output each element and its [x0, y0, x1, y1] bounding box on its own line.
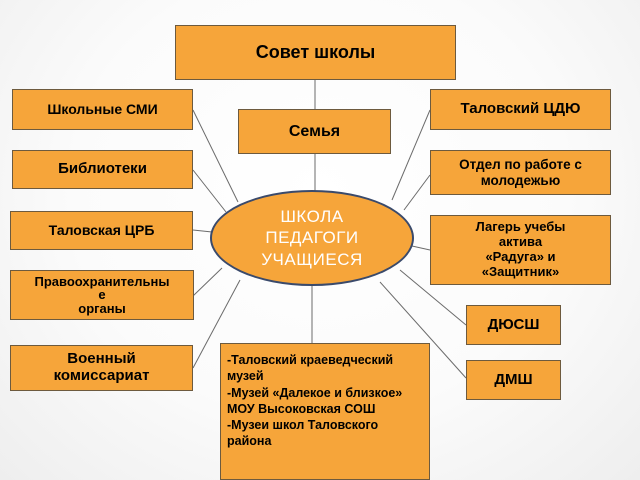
- school-media-box: Школьные СМИ: [12, 89, 193, 130]
- activist-camp-box: Лагерь учебы актива «Радуга» и «Защитник…: [430, 215, 611, 285]
- connector-smi: [192, 109, 239, 203]
- dyussh-label: ДЮСШ: [487, 315, 540, 333]
- dmsh-box: ДМШ: [466, 360, 561, 400]
- connector-cdyu: [391, 109, 431, 201]
- family-label: Семья: [288, 122, 341, 140]
- military-commissariat-label: Военный комиссариат: [53, 350, 150, 384]
- museum-item: -Таловский краеведческий музей: [227, 353, 394, 384]
- connector-dyussh: [399, 269, 467, 326]
- museum-item: -Музей «Далекое и близкое» МОУ Высоковск…: [227, 385, 403, 416]
- school-media-label: Школьные СМИ: [47, 100, 158, 117]
- talovsky-cdyu-label: Таловский ЦДЮ: [460, 100, 581, 118]
- connector-libraries: [192, 169, 227, 213]
- activist-camp-label: Лагерь учебы актива «Радуга» и «Защитник…: [475, 219, 566, 279]
- law-enforcement-label: Правоохранительны е органы: [34, 273, 170, 316]
- school-center-ellipse: ШКОЛА ПЕДАГОГИ УЧАЩИЕСЯ: [210, 190, 414, 286]
- connector-crb: [192, 229, 213, 233]
- youth-department-box: Отдел по работе с молодежью: [430, 150, 611, 195]
- family-box: Семья: [238, 109, 391, 154]
- talovskaya-crb-box: Таловская ЦРБ: [10, 211, 193, 250]
- connector-camp: [411, 245, 431, 251]
- talovskaya-crb-label: Таловская ЦРБ: [48, 221, 155, 238]
- connector-youth: [403, 174, 431, 211]
- school-council-box: Совет школы: [175, 25, 456, 80]
- military-commissariat-box: Военный комиссариат: [10, 345, 193, 391]
- museum-item: -Музеи школ Таловского района: [227, 418, 379, 449]
- school-council-label: Совет школы: [255, 42, 376, 63]
- libraries-label: Библиотеки: [58, 160, 147, 178]
- connector-police: [192, 267, 223, 297]
- museums-box: -Таловский краеведческий музей -Музей «Д…: [220, 343, 430, 480]
- school-center-label: ШКОЛА ПЕДАГОГИ УЧАЩИЕСЯ: [261, 207, 363, 269]
- youth-department-label: Отдел по работе с молодежью: [459, 157, 582, 188]
- dyussh-box: ДЮСШ: [466, 305, 561, 345]
- connector-dmsh: [379, 281, 467, 379]
- talovsky-cdyu-box: Таловский ЦДЮ: [430, 89, 611, 130]
- law-enforcement-box: Правоохранительны е органы: [10, 270, 194, 320]
- connector-military: [192, 279, 241, 369]
- dmsh-label: ДМШ: [494, 370, 533, 388]
- libraries-box: Библиотеки: [12, 150, 193, 189]
